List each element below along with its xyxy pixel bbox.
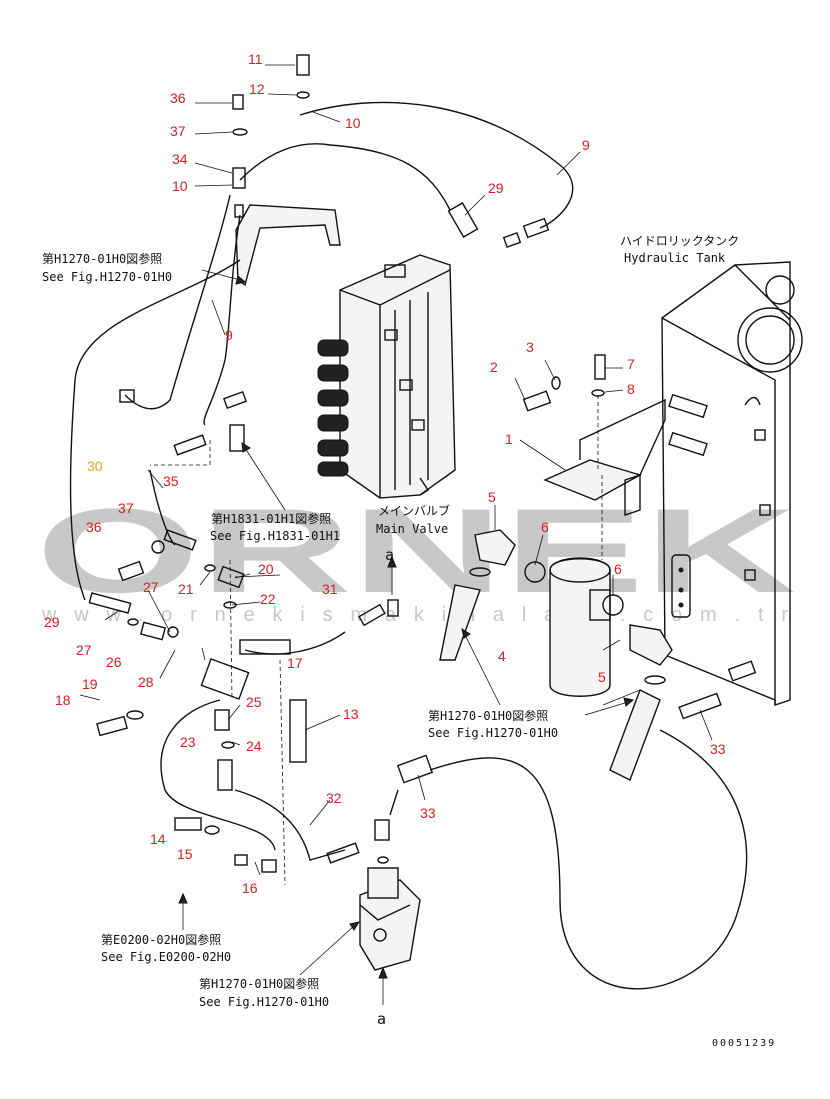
part-number-2: 2 xyxy=(490,359,498,375)
ref-e0200-jp: 第E0200-02H0図参照 xyxy=(101,932,221,947)
part-number-29-lower: 29 xyxy=(44,614,60,630)
part-number-29: 29 xyxy=(488,180,504,196)
main-valve-label-jp: メインバルブ xyxy=(378,503,450,518)
part-number-25: 25 xyxy=(246,694,262,710)
part-number-11: 11 xyxy=(248,51,263,67)
part-number-37: 37 xyxy=(170,123,186,139)
ref-h1831-jp: 第H1831-01H1図参照 xyxy=(211,511,331,526)
part-number-7: 7 xyxy=(627,356,635,372)
part-number-32: 32 xyxy=(326,790,342,806)
part-number-20: 20 xyxy=(258,561,274,577)
part-numbers: 11 12 36 37 10 34 10 9 29 9 3 7 2 8 1 30… xyxy=(44,51,726,896)
part-number-8: 8 xyxy=(627,381,635,397)
part-number-16: 16 xyxy=(242,880,258,896)
part-number-13: 13 xyxy=(343,706,359,722)
part-number-27-lower: 27 xyxy=(76,642,92,658)
part-number-36-lower: 36 xyxy=(86,519,102,535)
leader-lines xyxy=(79,64,713,876)
part-number-37-lower: 37 xyxy=(118,500,134,516)
ref-e0200-en: See Fig.E0200-02H0 xyxy=(101,950,231,964)
part-number-19: 19 xyxy=(82,676,98,692)
annotations: ハイドロリックタンク Hydraulic Tank 第H1270-01H0図参照… xyxy=(42,234,776,1049)
part-number-23: 23 xyxy=(180,734,196,750)
part-number-4: 4 xyxy=(498,648,506,664)
part-number-22: 22 xyxy=(260,591,276,607)
part-number-31: 31 xyxy=(322,581,338,597)
part-number-5: 5 xyxy=(488,489,496,505)
dashed-lines xyxy=(150,395,603,886)
part-number-17: 17 xyxy=(287,655,303,671)
part-number-9: 9 xyxy=(582,137,590,153)
bracket-upper xyxy=(235,204,341,287)
part-number-21: 21 xyxy=(178,581,194,597)
part-number-33: 33 xyxy=(710,741,726,757)
part-number-3: 3 xyxy=(526,339,534,355)
ref-h1270-en-mid: See Fig.H1270-01H0 xyxy=(428,726,558,740)
ref-h1831-en: See Fig.H1831-01H1 xyxy=(210,529,340,543)
part-number-24: 24 xyxy=(246,738,262,754)
ref-h1270-jp-bottom: 第H1270-01H0図参照 xyxy=(199,976,319,991)
part-number-30: 30 xyxy=(87,458,103,474)
part-number-6: 6 xyxy=(541,519,549,535)
part-number-35: 35 xyxy=(163,473,179,489)
part-number-5-lower: 5 xyxy=(598,669,606,685)
hydraulic-tank-label-en: Hydraulic Tank xyxy=(624,251,726,265)
part-number-10-lower: 10 xyxy=(172,178,188,194)
hydraulic-tank-label-jp: ハイドロリックタンク xyxy=(620,234,739,248)
part-number-10: 10 xyxy=(345,115,361,131)
ref-h1270-en-bottom: See Fig.H1270-01H0 xyxy=(199,995,329,1009)
main-valve xyxy=(317,254,456,499)
main-valve-label-en: Main Valve xyxy=(376,522,448,536)
ref-h1270-en-top: See Fig.H1270-01H0 xyxy=(42,270,172,284)
reference-arrows xyxy=(178,269,635,1005)
part-number-36: 36 xyxy=(170,90,186,106)
arrow-label-a-lower: a xyxy=(377,1010,386,1028)
part-number-27: 27 xyxy=(143,579,159,595)
hydraulic-tank xyxy=(661,261,803,706)
part-number-33-lower: 33 xyxy=(420,805,436,821)
part-number-15: 15 xyxy=(177,846,193,862)
part-number-1: 1 xyxy=(505,431,513,447)
part-number-26: 26 xyxy=(106,654,122,670)
pump xyxy=(359,867,421,971)
part-number-34: 34 xyxy=(172,151,188,167)
part-number-28: 28 xyxy=(138,674,154,690)
ref-h1270-jp-mid: 第H1270-01H0図参照 xyxy=(428,708,548,723)
filter-assembly xyxy=(439,398,673,781)
part-number-9-lower: 9 xyxy=(225,327,233,343)
part-number-12: 12 xyxy=(249,81,265,97)
part-number-14: 14 xyxy=(150,831,166,847)
arrow-label-a-upper: a xyxy=(385,546,394,564)
fittings xyxy=(88,54,757,873)
ref-h1270-jp-top: 第H1270-01H0図参照 xyxy=(42,251,162,266)
diagram-id: 00051239 xyxy=(712,1038,776,1049)
part-number-18: 18 xyxy=(55,692,71,708)
part-number-6-right: 6 xyxy=(614,561,622,577)
